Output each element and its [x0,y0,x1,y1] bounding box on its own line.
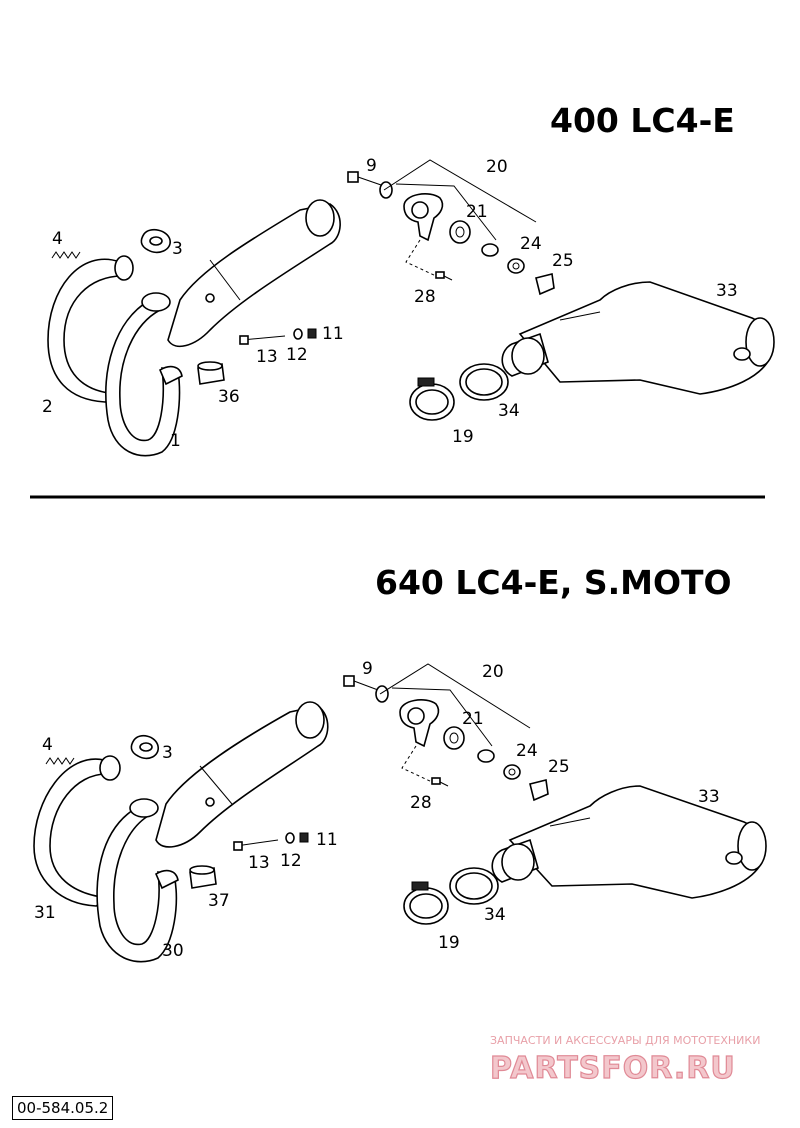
silencer-33 [501,281,775,395]
bolt-9 [343,675,389,703]
watermark-logo: PARTSFOR.RU [490,1051,736,1086]
leader-20 [379,663,531,729]
screw-28 [431,777,449,787]
leader-28 [401,745,433,783]
rubber-21 [449,220,471,244]
section-400-lc4e: 400 LC4-E [42,101,775,457]
sleeve-36 [197,361,225,385]
header-pipe-2 [47,255,134,403]
callout-12: 12 [286,345,308,365]
document-id: 00-584.05.2 [12,1096,114,1120]
callout-20: 20 [486,157,508,177]
sleeve-34 [459,363,509,401]
callout-2: 2 [42,397,53,417]
callout-4: 4 [52,229,63,249]
callout-20: 20 [482,662,504,682]
callout-19: 19 [452,427,474,447]
callout-9: 9 [362,659,373,679]
sleeve-34 [449,867,499,905]
callout-24: 24 [516,741,538,761]
callout-4: 4 [42,735,53,755]
gasket-3 [140,228,171,254]
callout-30: 30 [162,941,184,961]
y-pipe [155,701,329,848]
header-pipe-31 [33,755,121,907]
section-640-lc4e-smoto: 640 LC4-E, S.MOTO [33,563,767,963]
leader-20b [395,183,497,241]
section-title: 400 LC4-E [550,101,735,140]
bolt-9 [347,171,393,199]
sleeve-37 [189,865,217,889]
screw-28 [435,271,453,281]
y-pipe [167,199,341,348]
washer-and-clip [481,243,555,296]
callout-1: 1 [170,431,181,451]
clamp-19 [409,377,455,421]
silencer-33 [491,785,767,899]
callout-3: 3 [172,239,183,259]
watermark: ЗАПЧАСТИ И АКСЕССУАРЫ ДЛЯ МОТОТЕХНИКИ PA… [489,1034,760,1087]
header-pipe-30 [96,798,179,963]
bolt-13-washer-12-nut-11 [233,832,309,851]
callout-21: 21 [462,709,484,729]
callout-31: 31 [34,903,56,923]
callout-19: 19 [438,933,460,953]
spring-4 [45,757,75,765]
bracket-20 [399,699,440,748]
section-title: 640 LC4-E, S.MOTO [375,563,732,602]
leader-28 [405,239,437,277]
callout-36: 36 [218,387,240,407]
bolt-13-washer-12-nut-11 [239,328,317,345]
washer-and-clip [477,749,549,802]
callout-28: 28 [410,793,432,813]
spring-4 [51,251,81,259]
callout-13: 13 [256,347,278,367]
watermark-tagline: ЗАПЧАСТИ И АКСЕССУАРЫ ДЛЯ МОТОТЕХНИКИ [490,1034,760,1047]
callout-11: 11 [316,830,338,850]
gasket-3 [130,734,159,760]
callout-13: 13 [248,853,270,873]
callout-11: 11 [322,324,344,344]
callout-34: 34 [498,401,520,421]
callout-25: 25 [552,251,574,271]
callout-3: 3 [162,743,173,763]
callout-33: 33 [716,281,738,301]
bracket-20 [403,193,444,242]
callout-34: 34 [484,905,506,925]
callout-12: 12 [280,851,302,871]
callout-28: 28 [414,287,436,307]
callout-24: 24 [520,234,542,254]
callout-25: 25 [548,757,570,777]
callout-21: 21 [466,202,488,222]
header-pipe-1 [105,292,183,457]
rubber-21 [443,726,465,750]
leader-20 [383,159,537,223]
callout-37: 37 [208,891,230,911]
clamp-19 [403,881,449,925]
callout-9: 9 [366,156,377,176]
leader-20b [391,687,493,747]
callout-33: 33 [698,787,720,807]
